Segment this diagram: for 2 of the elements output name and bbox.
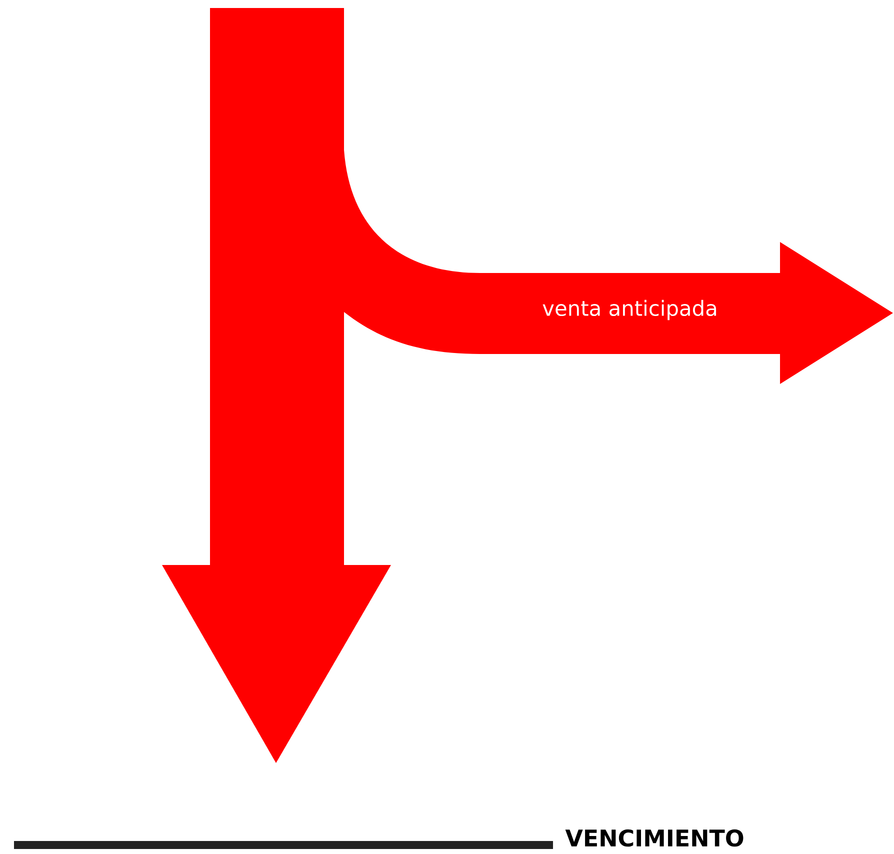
axis-label: VENCIMIENTO xyxy=(565,829,744,847)
arrow-label: venta anticipada xyxy=(542,300,716,320)
